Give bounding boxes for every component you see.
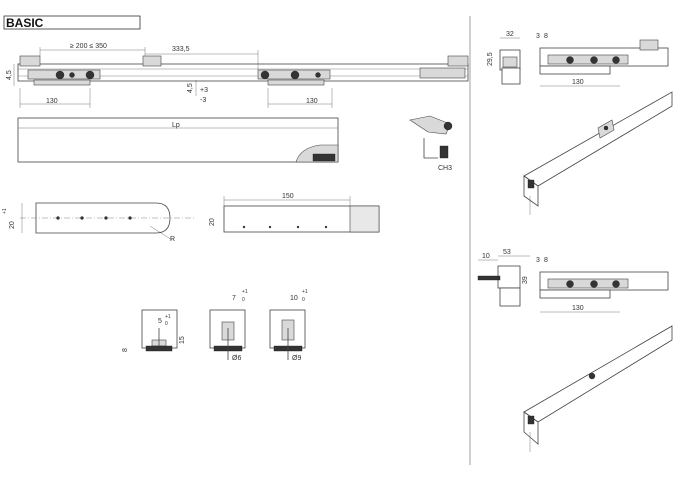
dim-label: 3 <box>536 257 540 264</box>
length-label: 130 <box>572 305 584 312</box>
dim-label: 32 <box>506 31 514 38</box>
title-label: BASIC <box>6 16 44 30</box>
rail-assembly <box>17 55 469 86</box>
wrench-size-label: CH3 <box>438 165 452 172</box>
dim-label: 10 <box>482 253 490 260</box>
bottom-mount-detail: 10 53 39 3 8 130 <box>477 249 669 313</box>
tolerance-sub: 0 <box>242 297 245 303</box>
travel-range-label: ≥ 200 ≤ 350 <box>70 43 107 50</box>
dim-label: 39 <box>522 276 529 284</box>
end-stop <box>419 67 466 79</box>
roller-carriage-left <box>27 69 101 86</box>
dim-label: 3 <box>536 33 540 40</box>
dim-label: 8 <box>544 257 548 264</box>
mount-bracket <box>142 55 162 67</box>
tolerance-sup: +1 <box>165 314 171 320</box>
profile-3d-bottom <box>523 325 673 452</box>
section-detail-7: 7 +1 0 Ø6 <box>209 289 248 362</box>
tolerance-sub: 0 <box>302 297 305 303</box>
rail-dimensions: ≥ 200 ≤ 350 333,5 4,5 4,5 +3 -3 130 130 <box>6 43 333 108</box>
tolerance-sup: +1 <box>242 289 248 295</box>
length-label: 130 <box>572 79 584 86</box>
profile-side-view: Lp <box>17 117 339 163</box>
radius-label: R <box>170 236 175 243</box>
dim-label: 8 <box>122 348 129 352</box>
carriage-detail <box>312 153 336 162</box>
profile-3d-top <box>523 91 673 215</box>
tolerance-minus: -3 <box>200 97 206 104</box>
end-plug-view: R 20 +1 <box>2 202 196 243</box>
dim-label: 29,5 <box>487 52 494 66</box>
top-mount-detail: 32 29,5 3 8 130 <box>487 31 669 87</box>
mount-bracket <box>19 55 41 67</box>
section-detail-5: 5 +1 0 8 15 <box>122 309 186 352</box>
length-label: 150 <box>282 193 294 200</box>
dim-label: 7 <box>232 295 236 302</box>
wrench-detail: CH3 <box>409 115 453 172</box>
height-label: 4,5 <box>6 70 13 80</box>
roller-carriage-right <box>257 69 331 86</box>
title-block: BASIC <box>3 15 141 30</box>
tolerance-plus: +3 <box>200 87 208 94</box>
mount-screw-3d <box>588 372 596 380</box>
length-label: 130 <box>306 98 318 105</box>
tolerance-sup: +1 <box>2 208 8 214</box>
height-label: 4,5 <box>187 83 194 93</box>
diameter-label: Ø9 <box>292 355 301 362</box>
profile-150-view: 150 20 <box>209 193 380 233</box>
tolerance-sup: +1 <box>302 289 308 295</box>
mount-bracket <box>447 55 469 67</box>
tolerance-sub: 0 <box>165 321 168 327</box>
dim-label: 5 <box>158 318 162 325</box>
dim-label: 53 <box>503 249 511 256</box>
length-label: 130 <box>46 98 58 105</box>
dim-label: 10 <box>290 295 298 302</box>
dim-label: 15 <box>179 336 186 344</box>
profile-length-label: Lp <box>172 122 180 129</box>
diameter-label: Ø6 <box>232 355 241 362</box>
dim-label: 8 <box>544 33 548 40</box>
height-label: 20 <box>209 218 216 226</box>
height-label: 20 <box>9 221 16 229</box>
section-detail-10: 10 +1 0 Ø9 <box>269 289 308 362</box>
offset-label: 333,5 <box>172 46 190 53</box>
